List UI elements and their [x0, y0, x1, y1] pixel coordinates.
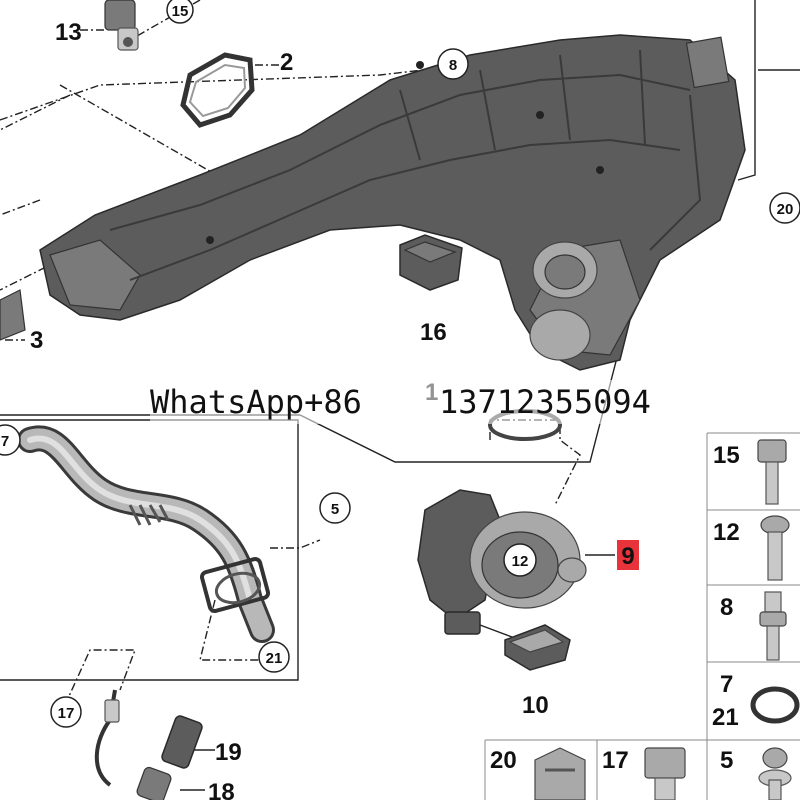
o-ring-7-21 — [750, 686, 800, 724]
callout-7-left: 7 — [1, 433, 9, 450]
sensor-10 — [504, 624, 571, 671]
watermark-text: WhatsApp+86 13712355094 — [150, 380, 670, 424]
egr-pipe — [17, 425, 275, 643]
gasket-2 — [180, 52, 255, 128]
bolt-12 — [760, 515, 790, 581]
panel-label-8: 8 — [720, 594, 733, 621]
panel-label-20: 20 — [490, 747, 517, 774]
callout-17: 17 — [58, 705, 75, 722]
callout-circle-12 — [503, 543, 537, 577]
panel-label-5: 5 — [720, 747, 733, 774]
callout-circle-17 — [50, 696, 82, 728]
panel-labels: 15 12 8 7 21 20 17 5 — [490, 442, 740, 774]
callout-circle-5 — [319, 492, 351, 524]
callout-2: 2 — [280, 49, 293, 76]
callout-circle-15 — [166, 0, 194, 24]
callout-circle-21 — [258, 641, 290, 673]
callout-12: 12 — [512, 553, 529, 570]
callout-circle-8 — [437, 48, 469, 80]
callout-10: 10 — [522, 692, 549, 719]
callout-5: 5 — [331, 501, 339, 518]
highlight-box-9 — [617, 540, 639, 570]
panel-label-7: 7 — [720, 671, 733, 698]
throttle-body-9 — [417, 489, 587, 635]
callout-13: 13 — [55, 19, 82, 46]
plug-19 — [161, 715, 203, 769]
callout-18: 18 — [208, 779, 235, 800]
callout-15-top: 15 — [172, 3, 189, 20]
hardware-panel — [484, 432, 800, 800]
bolt-17 — [644, 747, 686, 800]
callout-21-left: 21 — [266, 650, 283, 667]
panel-label-12: 12 — [713, 519, 740, 546]
rubber-block-16 — [399, 234, 463, 291]
clamp-20 — [534, 747, 586, 800]
intake-manifold — [39, 34, 746, 371]
manifold-end-3 — [0, 289, 26, 341]
callout-20: 20 — [777, 201, 794, 218]
temperature-sensor-17 — [94, 689, 120, 787]
screw-5 — [758, 747, 792, 800]
stud-8 — [759, 591, 787, 661]
callout-16: 16 — [420, 319, 447, 346]
callout-circle-7 — [0, 424, 21, 456]
plug-18 — [136, 766, 172, 800]
sensor-13 — [104, 0, 139, 51]
panel-label-21: 21 — [712, 704, 739, 731]
bolt-15 — [757, 439, 787, 505]
callout-8: 8 — [449, 57, 457, 74]
callout-9: 9 — [621, 543, 634, 570]
panel-label-15: 15 — [713, 442, 740, 469]
callout-circle-20 — [769, 192, 800, 224]
callout-3: 3 — [30, 327, 43, 354]
callout-19: 19 — [215, 739, 242, 766]
panel-label-17: 17 — [602, 747, 629, 774]
